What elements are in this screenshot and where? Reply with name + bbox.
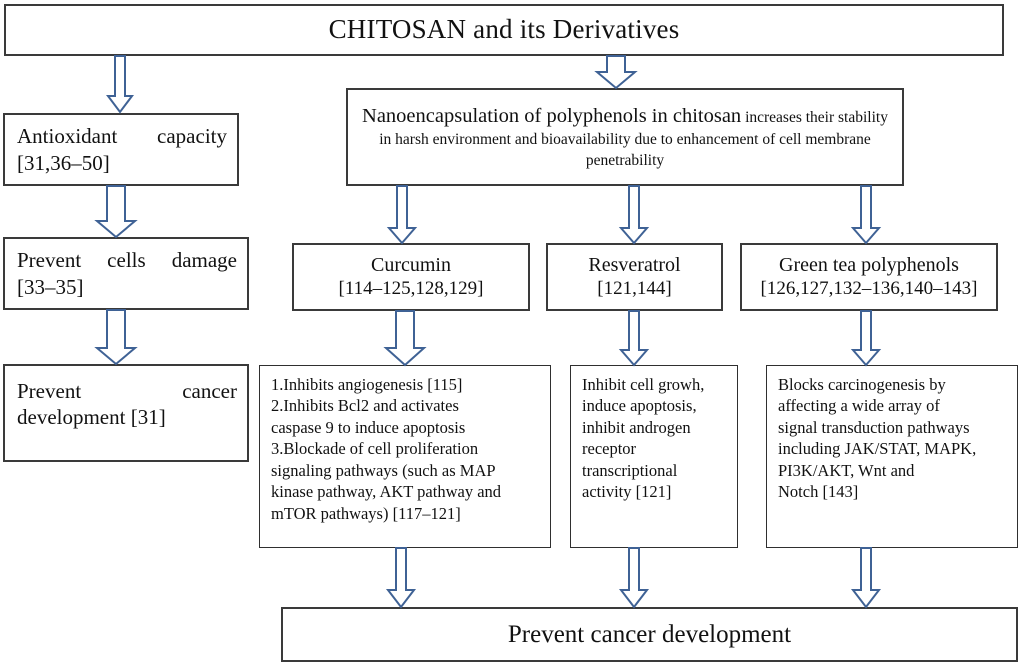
- curcumin-detail-line: caspase 9 to induce apoptosis: [271, 417, 466, 437]
- green-tea-detail-line: Blocks carcinogenesis by: [778, 375, 946, 394]
- arrow-curcumin-to-detail: [383, 310, 427, 367]
- nanoencapsulation-text: Nanoencapsulation of polyphenols in chit…: [348, 99, 902, 175]
- nanoencapsulation-box: Nanoencapsulation of polyphenols in chit…: [346, 88, 904, 186]
- arrow-curcumin-detail-to-bottom: [385, 547, 417, 609]
- arrow-prevent-cells-damage-to-prevent-cancer: [94, 309, 138, 366]
- antioxidant-capacity-citations: [31,36–50]: [17, 150, 110, 175]
- curcumin-label: Curcumin: [371, 254, 451, 277]
- bottom-outcome-label: Prevent cancer development: [507, 620, 792, 648]
- arrow-green-tea-to-detail: [850, 310, 882, 367]
- curcumin-detail-text: 1.Inhibits angiogenesis [115] 2.Inhibits…: [260, 366, 550, 528]
- curcumin-citations: [114–125,128,129]: [338, 277, 484, 299]
- arrow-title-to-nanoencapsulation: [594, 55, 638, 90]
- prevent-cancer-line1: Prevent cancer: [17, 378, 237, 403]
- green-tea-detail-line: Notch [143]: [778, 482, 859, 502]
- arrow-nano-to-green-tea: [850, 185, 882, 245]
- curcumin-detail-line: kinase pathway, AKT pathway and: [271, 482, 502, 502]
- resveratrol-detail-line: Inhibit cell growh,: [582, 375, 705, 394]
- curcumin-detail-line: 1.Inhibits angiogenesis [115]: [271, 375, 463, 394]
- resveratrol-detail-line: transcriptional: [582, 460, 678, 480]
- arrow-antioxidant-to-prevent-cells-damage: [94, 185, 138, 239]
- green-tea-detail-box: Blocks carcinogenesis by affecting a wid…: [766, 365, 1018, 548]
- nanoencapsulation-lead: Nanoencapsulation of polyphenols in chit…: [362, 105, 742, 128]
- prevent-cells-damage-citations: [33–35]: [17, 274, 84, 299]
- green-tea-detail-line: including JAK/STAT, MAPK,: [778, 439, 977, 459]
- antioxidant-capacity-line1: Antioxidant capacity: [17, 124, 227, 149]
- antioxidant-capacity-text: Antioxidant capacity [31,36–50]: [5, 119, 237, 180]
- resveratrol-detail-line: inhibit androgen: [582, 417, 691, 437]
- prevent-cells-damage-box: Prevent cells damage [33–35]: [3, 237, 249, 310]
- green-tea-detail-line: affecting a wide array of: [778, 396, 940, 416]
- curcumin-detail-box: 1.Inhibits angiogenesis [115] 2.Inhibits…: [259, 365, 551, 548]
- resveratrol-detail-line: receptor: [582, 439, 637, 459]
- green-tea-polyphenols-box: Green tea polyphenols [126,127,132–136,1…: [740, 243, 998, 311]
- antioxidant-capacity-box: Antioxidant capacity [31,36–50]: [3, 113, 239, 186]
- arrow-nano-to-resveratrol: [618, 185, 650, 245]
- title-label: CHITOSAN and its Derivatives: [328, 14, 680, 45]
- arrow-title-to-antioxidant: [106, 55, 134, 114]
- prevent-cells-damage-line1: Prevent cells damage: [17, 248, 237, 273]
- green-tea-polyphenols-label: Green tea polyphenols: [779, 254, 959, 277]
- curcumin-detail-line: 3.Blockade of cell proliferation: [271, 439, 479, 459]
- resveratrol-detail-line: induce apoptosis,: [582, 396, 697, 416]
- prevent-cancer-development-box: Prevent cancer development [31]: [3, 364, 249, 462]
- resveratrol-detail-box: Inhibit cell growh, induce apoptosis, in…: [570, 365, 738, 548]
- title-box: CHITOSAN and its Derivatives: [4, 4, 1004, 56]
- prevent-cells-damage-text: Prevent cells damage [33–35]: [5, 243, 247, 304]
- curcumin-detail-line: mTOR pathways) [117–121]: [271, 503, 461, 523]
- curcumin-box: Curcumin [114–125,128,129]: [292, 243, 530, 311]
- resveratrol-box: Resveratrol [121,144]: [546, 243, 723, 311]
- curcumin-detail-line: 2.Inhibits Bcl2 and activates: [271, 396, 459, 416]
- resveratrol-detail-text: Inhibit cell growh, induce apoptosis, in…: [571, 366, 737, 507]
- bottom-outcome-box: Prevent cancer development: [281, 607, 1018, 662]
- arrow-nano-to-curcumin: [386, 185, 418, 245]
- green-tea-detail-line: PI3K/AKT, Wnt and: [778, 460, 915, 480]
- arrow-resveratrol-detail-to-bottom: [618, 547, 650, 609]
- resveratrol-label: Resveratrol: [588, 254, 681, 277]
- curcumin-detail-line: signaling pathways (such as MAP: [271, 460, 496, 480]
- resveratrol-citations: [121,144]: [597, 277, 672, 299]
- arrow-green-tea-detail-to-bottom: [850, 547, 882, 609]
- prevent-cancer-line2: development [31]: [17, 405, 166, 429]
- resveratrol-detail-line: activity [121]: [582, 482, 672, 502]
- green-tea-detail-text: Blocks carcinogenesis by affecting a wid…: [767, 366, 1017, 507]
- nanoencapsulation-rest: increases their stability in harsh envir…: [379, 109, 888, 169]
- arrow-resveratrol-to-detail: [618, 310, 650, 367]
- green-tea-polyphenols-citations: [126,127,132–136,140–143]: [760, 277, 978, 299]
- prevent-cancer-development-text: Prevent cancer development [31]: [5, 378, 247, 449]
- green-tea-detail-line: signal transduction pathways: [778, 417, 970, 437]
